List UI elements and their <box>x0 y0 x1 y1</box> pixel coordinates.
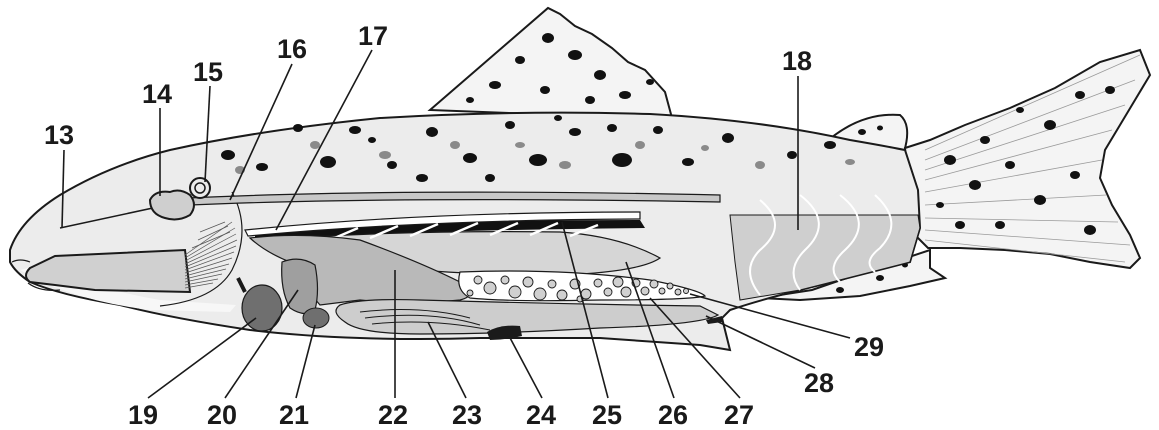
caudal-fin <box>905 50 1150 268</box>
label-25: 25 <box>592 400 622 430</box>
dorsal-fin <box>430 8 672 118</box>
leader-24 <box>508 334 542 398</box>
label-27: 27 <box>724 400 754 430</box>
label-23: 23 <box>452 400 482 430</box>
label-14: 14 <box>142 79 172 109</box>
label-21: 21 <box>279 400 309 430</box>
label-13: 13 <box>44 120 74 150</box>
label-15: 15 <box>193 57 223 87</box>
label-22: 22 <box>378 400 408 430</box>
label-18: 18 <box>782 46 812 76</box>
label-24: 24 <box>526 400 556 430</box>
leader-19 <box>148 318 256 398</box>
label-28: 28 <box>804 368 834 398</box>
label-26: 26 <box>658 400 688 430</box>
label-16: 16 <box>277 34 307 64</box>
label-29: 29 <box>854 332 884 362</box>
label-17: 17 <box>358 21 388 51</box>
label-20: 20 <box>207 400 237 430</box>
label-19: 19 <box>128 400 158 430</box>
gall-bladder <box>303 308 329 328</box>
